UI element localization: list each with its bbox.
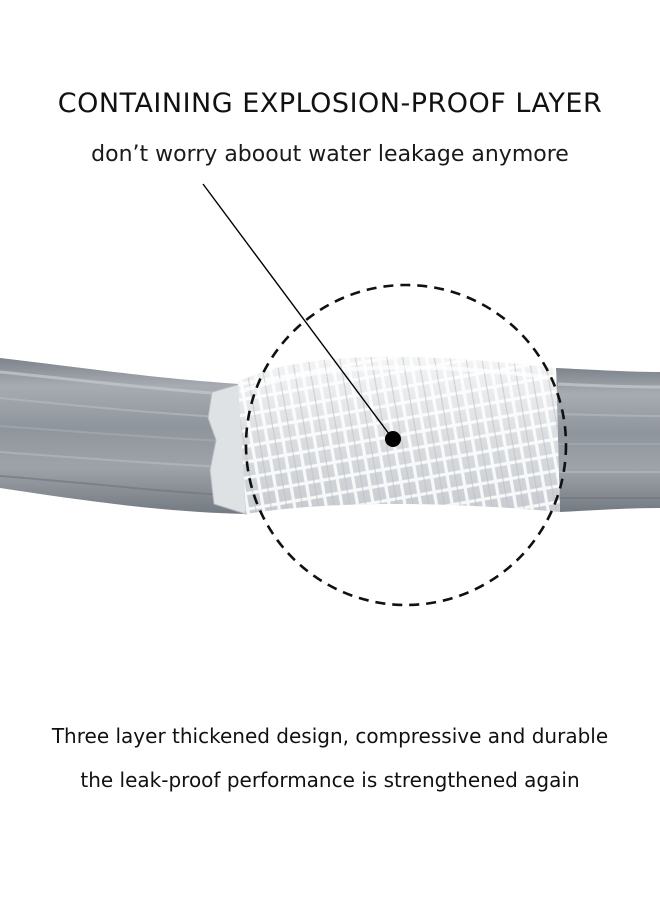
magnifier-circle — [244, 283, 568, 607]
hose-left-segment — [0, 358, 246, 514]
headline: CONTAINING EXPLOSION-PROOF LAYER — [57, 88, 603, 119]
braided-mesh-layer — [238, 356, 560, 514]
caption-line-1: Three layer thickened design, compressiv… — [51, 724, 609, 748]
callout-line — [202, 183, 393, 439]
caption-line-2: the leak-proof performance is strengthen… — [80, 768, 580, 792]
hose-right-segment — [556, 368, 660, 512]
callout-dot — [385, 431, 401, 447]
subheadline: don’t worry aboout water leakage anymore — [91, 142, 569, 167]
